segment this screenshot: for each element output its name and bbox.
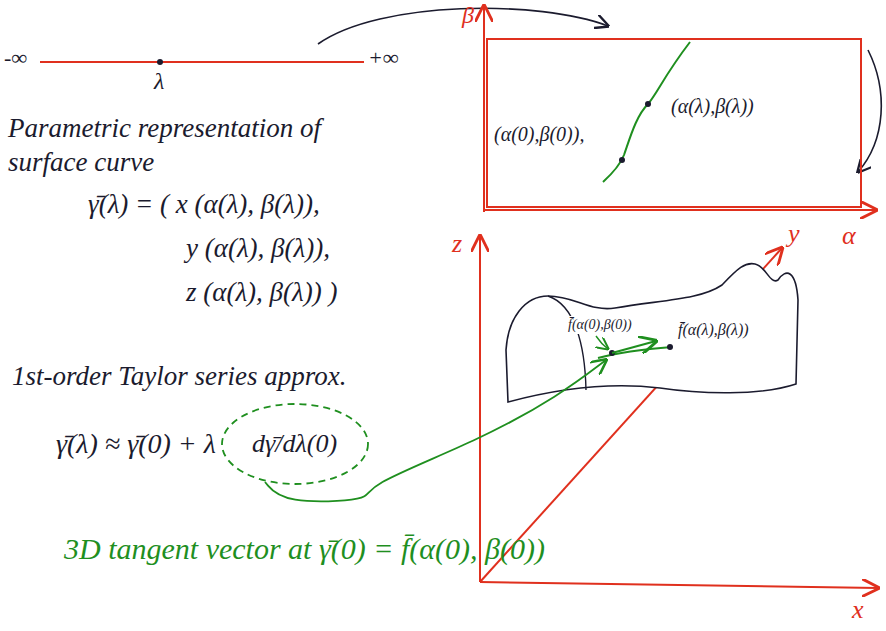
point-label: f̄(α(0),β(0)) [566, 316, 634, 334]
formula-line: y (α(λ), β(λ)), [186, 232, 330, 266]
parameter-domain-box: (α(0),β(0)), (α(λ),β(λ)) [486, 38, 862, 208]
heading-note: Parametric representation of surface cur… [8, 112, 368, 180]
saddle-surface [506, 264, 798, 402]
point-label: (α(0),β(0)), [494, 122, 584, 147]
derivative-ellipse: dγ̄/dλ(0) [220, 402, 370, 486]
surface-fold [548, 296, 586, 390]
alpha-axis [484, 209, 876, 211]
formula-line: γ̄(λ) = ( x (α(λ), β(λ)), [88, 188, 320, 222]
parameter-label: λ [154, 66, 164, 96]
surface-dot [667, 344, 673, 350]
beta-axis [483, 6, 485, 212]
domain-dot [619, 157, 625, 163]
limit-label: -∞ [4, 44, 27, 72]
x-axis [480, 582, 878, 588]
derivative-term: dγ̄/dλ(0) [252, 428, 337, 461]
axis-label: z [452, 228, 462, 261]
leader-line [596, 336, 608, 349]
formula-line: γ̄(λ) ≈ γ̄(0) + λ [56, 426, 216, 461]
formula-line: z (α(λ), β(λ)) ) [186, 276, 337, 310]
tangent-note: 3D tangent vector at γ̄(0) = f̄(α(0), β(… [64, 530, 545, 568]
point-label: f̄(α(λ),β(λ)) [676, 320, 751, 340]
axis-label: α [842, 220, 856, 253]
domain-dot [645, 101, 651, 107]
axis-label: β [462, 0, 474, 30]
tangent-vector [612, 341, 656, 353]
axis-label: x [852, 594, 864, 627]
limit-label: +∞ [368, 44, 399, 72]
axis-label: y [788, 218, 800, 251]
real-line [40, 61, 364, 63]
heading-note: 1st-order Taylor series approx. [12, 360, 347, 394]
parameter-dot [157, 59, 163, 65]
point-label: (α(λ),β(λ)) [671, 94, 754, 119]
z-axis [479, 236, 481, 582]
surface-curve [598, 347, 672, 358]
